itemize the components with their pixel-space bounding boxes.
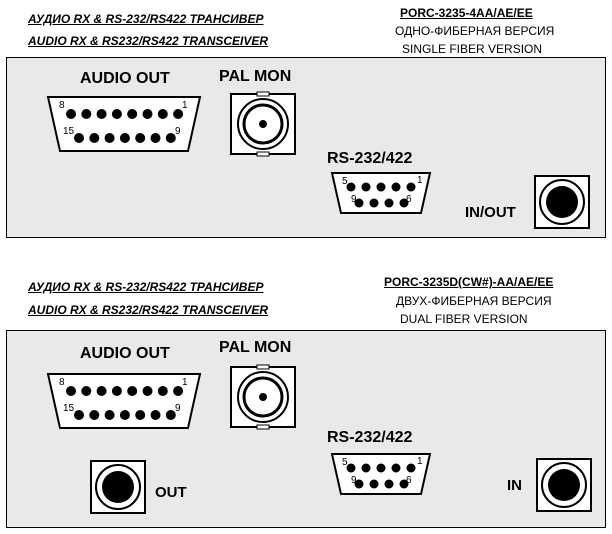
bottom-model: PORC-3235D(CW#)-AA/AE/EE bbox=[384, 275, 554, 289]
bottom-pal-mon-bnc bbox=[230, 364, 296, 430]
bottom-pal-mon-label: PAL MON bbox=[219, 339, 292, 356]
bottom-db15-pin9-label: 9 bbox=[175, 403, 181, 414]
top-db15-pin9-label: 9 bbox=[175, 126, 181, 137]
top-db15-pin8-label: 8 bbox=[59, 100, 65, 111]
db15-pin bbox=[74, 410, 84, 420]
db9-pin bbox=[384, 479, 394, 489]
bottom-fiber-in-port bbox=[536, 458, 592, 512]
bottom-db9-pin5-label: 5 bbox=[342, 457, 348, 468]
db15-pin bbox=[142, 386, 153, 396]
bottom-panel: AUDIO OUT PAL MON RS-232/422 OUT IN 8 1 … bbox=[6, 330, 606, 528]
bottom-fiber-out-port bbox=[90, 460, 146, 514]
top-rs232-label: RS-232/422 bbox=[327, 150, 413, 167]
db15-pin bbox=[150, 133, 161, 143]
top-model: PORC-3235-4AA/AE/EE bbox=[400, 6, 533, 20]
db15-pin bbox=[96, 386, 107, 396]
bottom-version-ru: ДВУХ-ФИБЕРНАЯ ВЕРСИЯ bbox=[396, 294, 552, 308]
db15-pin bbox=[173, 109, 184, 119]
db9-pin bbox=[346, 463, 356, 473]
db9-pin bbox=[369, 479, 379, 489]
top-db15-pin1-label: 1 bbox=[182, 100, 188, 111]
db9-pin bbox=[391, 182, 401, 192]
top-db9-pin9-label: 9 bbox=[351, 194, 357, 205]
db9-pin bbox=[406, 463, 416, 473]
db15-pin bbox=[135, 410, 146, 420]
db9-pin bbox=[376, 182, 386, 192]
db15-pin bbox=[89, 133, 100, 143]
db15-pin bbox=[96, 109, 107, 119]
db9-pin bbox=[376, 463, 386, 473]
db9-pin bbox=[406, 182, 416, 192]
bottom-rs232-label: RS-232/422 bbox=[327, 429, 413, 446]
top-audio-out-label: AUDIO OUT bbox=[80, 70, 170, 87]
db9-pin bbox=[391, 463, 401, 473]
bottom-db15-pin8-label: 8 bbox=[59, 377, 65, 388]
db15-pin bbox=[142, 109, 153, 119]
db9-pin bbox=[346, 182, 356, 192]
db9-pin bbox=[369, 198, 379, 208]
bottom-title-en: AUDIO RX & RS232/RS422 TRANSCEIVER bbox=[28, 303, 269, 317]
db15-pin bbox=[119, 133, 130, 143]
bottom-db9-pin1-label: 1 bbox=[417, 456, 423, 467]
bottom-db9-pin9-label: 9 bbox=[351, 475, 357, 486]
db9-pin bbox=[361, 182, 371, 192]
db15-pin bbox=[111, 109, 122, 119]
db9-pin bbox=[354, 479, 364, 489]
db15-pin bbox=[165, 410, 176, 420]
db9-pin bbox=[399, 198, 409, 208]
db9-pin bbox=[354, 198, 364, 208]
db9-pin bbox=[384, 198, 394, 208]
db15-pin bbox=[127, 386, 138, 396]
top-title-ru: АУДИО RX & RS-232/RS422 ТРАНСИВЕР bbox=[28, 12, 264, 26]
db9-pin bbox=[399, 479, 409, 489]
db15-pin bbox=[119, 410, 130, 420]
bottom-db9-connector: 5 1 9 6 bbox=[330, 453, 432, 495]
bottom-in-label: IN bbox=[507, 477, 522, 494]
bottom-audio-out-label: AUDIO OUT bbox=[80, 345, 170, 362]
db15-pin bbox=[81, 386, 92, 396]
db15-pin bbox=[150, 410, 161, 420]
top-fiber-inout-port bbox=[534, 175, 590, 229]
top-inout-label: IN/OUT bbox=[465, 204, 516, 221]
top-title-en: AUDIO RX & RS232/RS422 TRANSCEIVER bbox=[28, 34, 269, 48]
top-panel: AUDIO OUT PAL MON RS-232/422 IN/OUT 8 1 … bbox=[6, 57, 606, 238]
bottom-title-ru: АУДИО RX & RS-232/RS422 ТРАНСИВЕР bbox=[28, 280, 264, 294]
top-db15-connector: 8 1 15 9 bbox=[46, 96, 202, 152]
db15-pin bbox=[74, 133, 84, 143]
db15-pin bbox=[104, 410, 115, 420]
top-pal-mon-bnc bbox=[230, 91, 296, 157]
db15-pin bbox=[89, 410, 100, 420]
db15-pin bbox=[66, 109, 76, 119]
db15-pin bbox=[81, 109, 92, 119]
db15-pin bbox=[111, 386, 122, 396]
bottom-db9-pin6-label: 6 bbox=[406, 475, 412, 486]
bottom-version-en: DUAL FIBER VERSION bbox=[400, 312, 528, 326]
bottom-db15-connector: 8 1 15 9 bbox=[46, 373, 202, 429]
db15-pin bbox=[104, 133, 115, 143]
db15-pin bbox=[157, 109, 168, 119]
bottom-out-label: OUT bbox=[155, 484, 187, 501]
top-db15-pin15-label: 15 bbox=[63, 126, 75, 137]
db15-pin bbox=[157, 386, 168, 396]
top-db9-connector: 5 1 9 6 bbox=[330, 172, 432, 214]
top-version-ru: ОДНО-ФИБЕРНАЯ ВЕРСИЯ bbox=[395, 24, 555, 38]
top-db9-pin6-label: 6 bbox=[406, 194, 412, 205]
db9-pin bbox=[361, 463, 371, 473]
bottom-db15-pin15-label: 15 bbox=[63, 403, 75, 414]
top-version-en: SINGLE FIBER VERSION bbox=[402, 42, 543, 56]
bottom-db15-pin1-label: 1 bbox=[182, 377, 188, 388]
top-db9-pin1-label: 1 bbox=[417, 175, 423, 186]
db15-pin bbox=[173, 386, 184, 396]
top-pal-mon-label: PAL MON bbox=[219, 68, 292, 85]
db15-pin bbox=[165, 133, 176, 143]
db15-pin bbox=[127, 109, 138, 119]
top-db9-pin5-label: 5 bbox=[342, 176, 348, 187]
db15-pin bbox=[66, 386, 76, 396]
db15-pin bbox=[135, 133, 146, 143]
